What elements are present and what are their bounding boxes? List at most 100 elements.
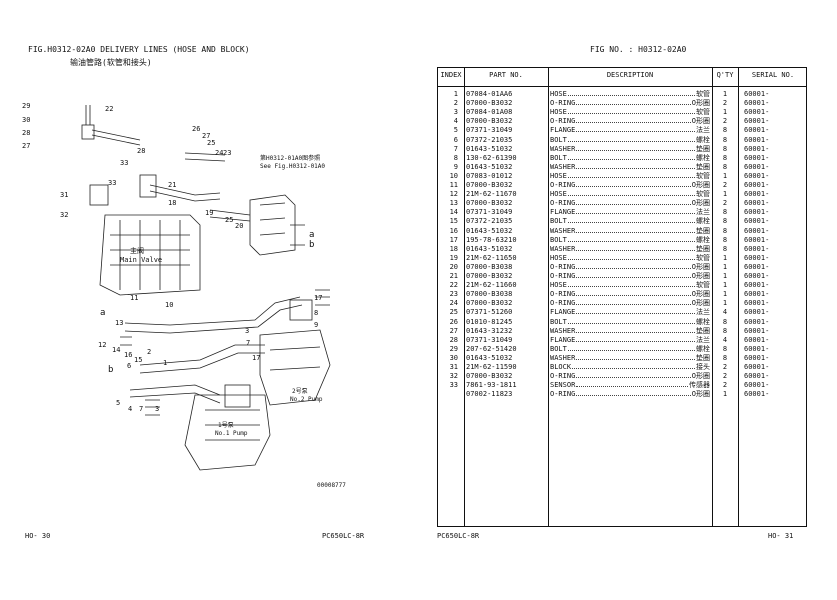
description-cn: 垫圈: [696, 144, 710, 153]
row-part-no: 07000-B3032: [466, 117, 513, 126]
callout-5: 5: [116, 399, 120, 407]
dot-leader: [576, 263, 691, 269]
description-en: HOSE: [550, 190, 567, 199]
dot-leader: [567, 172, 695, 178]
row-qty: 1: [722, 281, 728, 290]
callout-32: 32: [60, 211, 68, 219]
row-part-no: 07371-51260: [466, 308, 513, 317]
row-part-no: 07371-31049: [466, 126, 513, 135]
description-en: FLANGE: [550, 335, 576, 344]
row-qty: 1: [722, 299, 728, 308]
callout-12: 12: [98, 341, 106, 349]
dot-leader: [576, 199, 691, 206]
callout-7b: 7: [246, 339, 250, 347]
row-part-no: 21M-62-11670: [466, 190, 517, 199]
figure-subtitle: 输油管路(软管和接头): [70, 58, 152, 67]
callout-1: 1: [163, 359, 167, 367]
description-en: FLANGE: [550, 126, 576, 135]
description-cn: O形圈: [691, 299, 710, 308]
description-cn: 螺栓: [696, 135, 710, 144]
row-qty: 8: [722, 208, 728, 217]
description-en: BOLT: [550, 344, 567, 353]
row-serial-no: 60001-: [744, 326, 770, 335]
row-serial-no: 60001-: [744, 353, 770, 362]
row-index: 28: [449, 335, 458, 344]
hose-1: [129, 384, 221, 404]
row-serial-no: 60001-: [744, 390, 770, 399]
row-index: 25: [449, 308, 458, 317]
callout-31: 31: [60, 191, 68, 199]
row-serial-no: 60001-: [744, 308, 770, 317]
row-serial-no: 60001-: [744, 226, 770, 235]
pump1-label-en: No.1 Pump: [215, 430, 248, 437]
dot-leader: [576, 272, 691, 278]
row-part-no: 207-62-51420: [466, 344, 517, 353]
row-serial-no: 60001-: [744, 235, 770, 244]
description-cn: 软管: [696, 90, 710, 98]
port-b-lower: b: [108, 365, 113, 375]
row-description: WASHER 垫圈: [550, 145, 710, 154]
callout-8: 8: [314, 309, 318, 317]
description-cn: O形圈: [691, 290, 710, 299]
row-part-no: 07000-B3032: [466, 99, 513, 108]
callout-23: 23: [223, 149, 231, 157]
header-part-no: PART NO.: [489, 71, 523, 79]
description-en: O-RING: [550, 181, 576, 189]
row-part-no: 01643-51032: [466, 144, 513, 153]
row-part-no: 07000-B3032: [466, 372, 513, 381]
dot-leader: [576, 372, 691, 379]
row-part-no: 195-78-63210: [466, 235, 517, 244]
row-serial-no: 60001-: [744, 335, 770, 344]
row-qty: 1: [722, 190, 728, 199]
row-index: 17: [449, 235, 458, 244]
row-index: 5: [453, 126, 458, 135]
description-en: O-RING: [550, 117, 576, 126]
description-en: O-RING: [550, 299, 576, 308]
row-description: O-RING O形圈: [550, 299, 710, 308]
dot-leader: [576, 145, 695, 151]
description-cn: 法兰: [696, 208, 710, 217]
row-serial-no: 60001-: [744, 208, 770, 217]
dot-leader: [576, 327, 695, 333]
header-serial-no: SERIAL NO.: [751, 71, 795, 79]
row-part-no: 01643-31232: [466, 326, 513, 335]
dot-leader: [576, 99, 691, 106]
row-part-no: 21M-62-11590: [466, 363, 517, 371]
row-serial-no: 60001-: [744, 344, 770, 353]
dot-leader: [567, 345, 695, 351]
hose-18: [149, 184, 221, 202]
row-index: 32: [449, 372, 458, 381]
dot-leader: [576, 117, 691, 124]
see-fig-label-en: See Fig.H0312-01A0: [260, 163, 325, 170]
description-en: WASHER: [550, 144, 576, 153]
description-cn: 垫圈: [696, 162, 710, 171]
row-part-no: 130-62-61390: [466, 153, 517, 162]
row-index: 19: [449, 253, 458, 262]
description-cn: 接头: [696, 363, 710, 371]
row-qty: 1: [722, 108, 728, 117]
description-cn: 螺栓: [696, 317, 710, 326]
row-serial-no: 60001-: [744, 108, 770, 117]
row-part-no: 07372-21035: [466, 135, 513, 144]
row-serial-no: 60001-: [744, 217, 770, 226]
description-cn: 软管: [696, 171, 710, 180]
row-index: 31: [449, 363, 458, 371]
pump2-label-en: No.2 Pump: [290, 396, 323, 403]
row-qty: 2: [722, 372, 728, 381]
description-cn: O形圈: [691, 99, 710, 108]
footer-page-right: HO- 31: [768, 532, 794, 540]
